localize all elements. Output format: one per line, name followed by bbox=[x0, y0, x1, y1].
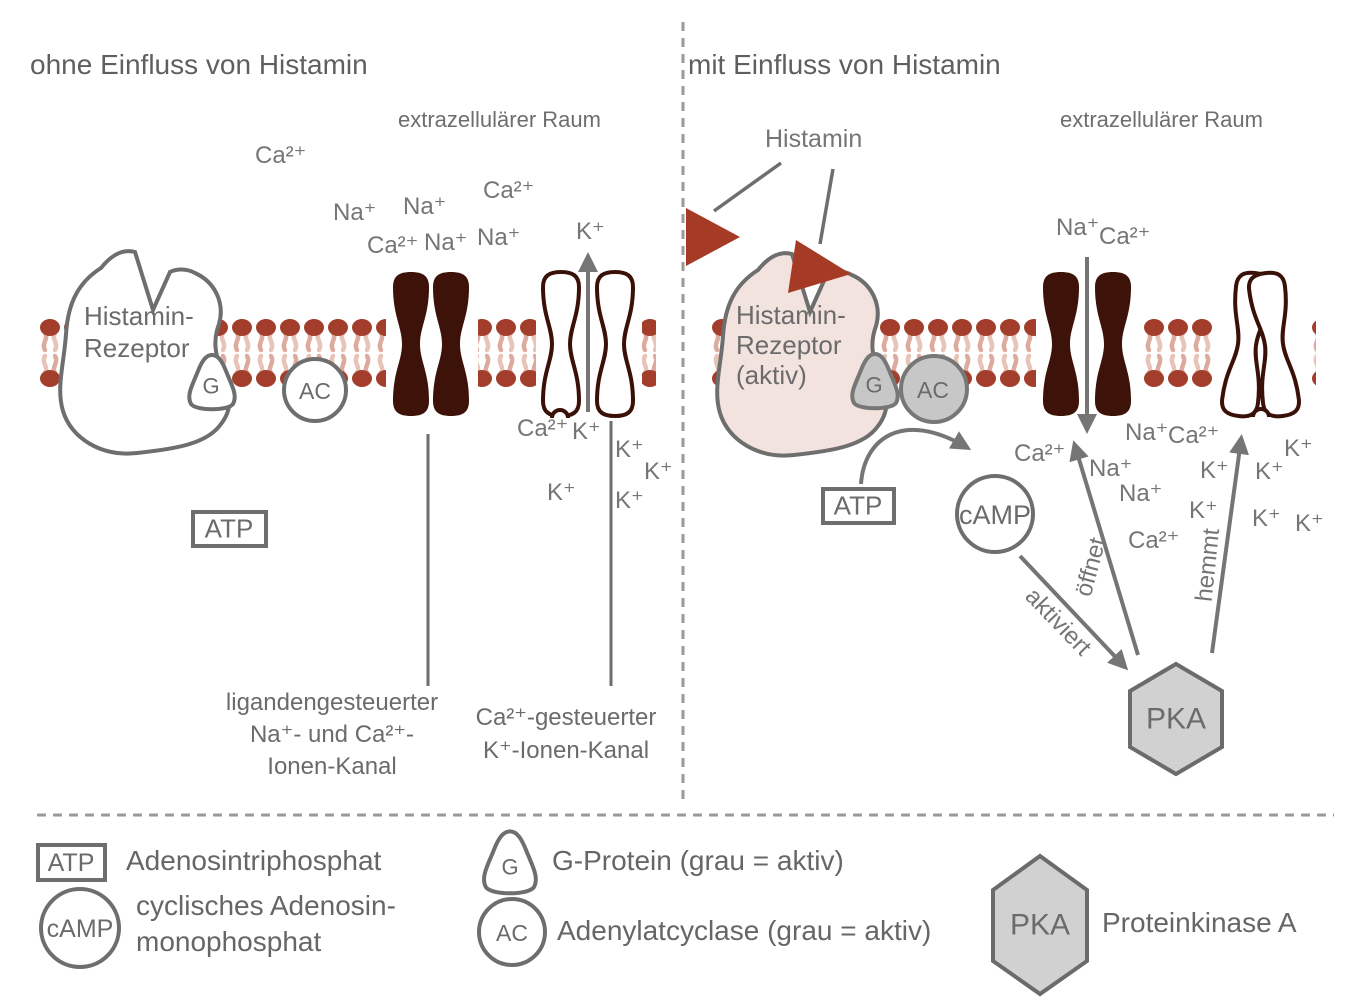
ion-label: K⁺ bbox=[1284, 435, 1313, 462]
atp-label: ATP bbox=[833, 490, 883, 521]
legend-atp-label: Adenosintriphosphat bbox=[126, 845, 382, 876]
atp-box-left bbox=[191, 510, 268, 548]
right-region-label: extrazellulärer Raum bbox=[1060, 107, 1263, 132]
histamine-molecule-bound bbox=[788, 240, 851, 293]
legend-ac-circle bbox=[477, 897, 547, 967]
receptor-label: Histamin- bbox=[84, 301, 194, 331]
ion-label: Na⁺ bbox=[1119, 480, 1163, 507]
histamine-pointer-line bbox=[712, 161, 783, 213]
channel2-label: Ca²⁺-gesteuerter bbox=[475, 704, 657, 731]
channel1-label: Na⁺- und Ca²⁺- bbox=[249, 721, 415, 748]
ion-label: K⁺ bbox=[1200, 457, 1229, 484]
legend-camp-circle bbox=[39, 887, 121, 969]
ion-label: K⁺ bbox=[615, 436, 644, 463]
channel-notch bbox=[550, 408, 570, 419]
left-panel-title: ohne Einfluss von Histamin bbox=[30, 49, 368, 80]
ion-label: Na⁺ bbox=[1089, 455, 1133, 482]
receptor-label: (aktiv) bbox=[736, 360, 807, 390]
ion-label: Ca²⁺ bbox=[255, 142, 307, 169]
histamine-pointer-line bbox=[818, 168, 835, 245]
legend-atp-symbol: ATP bbox=[47, 848, 95, 877]
camp-label: cAMP bbox=[958, 499, 1032, 530]
ion-label: K⁺ bbox=[1255, 458, 1284, 485]
ion-label: K⁺ bbox=[615, 487, 644, 514]
ion-label: K⁺ bbox=[572, 418, 601, 445]
ac-label: AC bbox=[299, 377, 331, 404]
ion-label: Ca²⁺ bbox=[1128, 527, 1180, 554]
g-protein-label: G bbox=[865, 372, 883, 398]
left-region-label: extrazellulärer Raum bbox=[398, 107, 601, 132]
ion-label: Na⁺ bbox=[403, 193, 447, 220]
legend-camp-label: cyclisches Adenosin- bbox=[136, 890, 396, 921]
g-protein-label: G bbox=[202, 373, 220, 399]
legend-ac-symbol: AC bbox=[496, 919, 528, 946]
channel-notch bbox=[1251, 407, 1271, 418]
ion-label: Na⁺ bbox=[424, 229, 468, 256]
camp-circle bbox=[955, 474, 1035, 554]
ion-label: Na⁺ bbox=[1125, 419, 1169, 446]
ion-label: Ca²⁺ bbox=[483, 177, 535, 204]
ion-label: K⁺ bbox=[547, 479, 576, 506]
pka-label: PKA bbox=[1145, 702, 1207, 736]
legend-pka-label: Proteinkinase A bbox=[1102, 907, 1297, 938]
atp-to-camp-arrow bbox=[859, 427, 972, 485]
ion-label: K⁺ bbox=[1295, 510, 1324, 537]
ion-label: K⁺ bbox=[1189, 497, 1218, 524]
legend-pka-symbol: PKA bbox=[1009, 908, 1071, 942]
receptor-label: Rezeptor bbox=[736, 330, 842, 360]
ion-label: Ca²⁺ bbox=[517, 415, 569, 442]
hemmt-arrow bbox=[1210, 434, 1250, 654]
ion-label: K⁺ bbox=[644, 458, 673, 485]
legend-g-label: G-Protein (grau = aktiv) bbox=[552, 845, 844, 876]
adenylatcyclase-active bbox=[899, 354, 969, 424]
receptor-label: Histamin- bbox=[736, 300, 846, 330]
legend-atp-box bbox=[36, 843, 107, 882]
legend-camp-symbol: cAMP bbox=[46, 914, 114, 943]
ion-label: Na⁺ bbox=[333, 199, 377, 226]
legend-ac-label: Adenylatcyclase (grau = aktiv) bbox=[557, 915, 932, 946]
right-panel-title: mit Einfluss von Histamin bbox=[688, 49, 1001, 80]
histamine-molecule-free bbox=[686, 208, 740, 266]
legend-pka-hexagon bbox=[991, 853, 1089, 997]
channel1-label: Ionen-Kanal bbox=[267, 753, 397, 780]
ion-label: K⁺ bbox=[1252, 505, 1281, 532]
receptor-label: Rezeptor bbox=[84, 333, 190, 363]
ion-label: Na⁺ bbox=[477, 224, 521, 251]
atp-box-right bbox=[821, 487, 896, 525]
ion-label: Na⁺ bbox=[1056, 214, 1100, 241]
ion-label: Ca²⁺ bbox=[1014, 440, 1066, 467]
ac-label: AC bbox=[917, 376, 949, 403]
legend-camp-label: monophosphat bbox=[136, 926, 322, 957]
channel1-label: ligandengesteuerter bbox=[225, 689, 439, 716]
histamin-label: Histamin bbox=[765, 125, 863, 153]
aktiviert-arrow bbox=[1018, 554, 1129, 671]
ion-label: K⁺ bbox=[576, 218, 605, 245]
legend-g-symbol: G bbox=[501, 854, 519, 880]
ion-label: Ca²⁺ bbox=[367, 232, 419, 259]
ion-label: Ca²⁺ bbox=[1099, 223, 1151, 250]
adenylatcyclase-inactive bbox=[282, 357, 348, 423]
pka-hexagon bbox=[1128, 661, 1224, 777]
oeffnet-arrow bbox=[1069, 440, 1140, 656]
channel2-label: K⁺-Ionen-Kanal bbox=[482, 737, 650, 764]
ion-label: Ca²⁺ bbox=[1168, 422, 1220, 449]
atp-label: ATP bbox=[204, 513, 254, 544]
